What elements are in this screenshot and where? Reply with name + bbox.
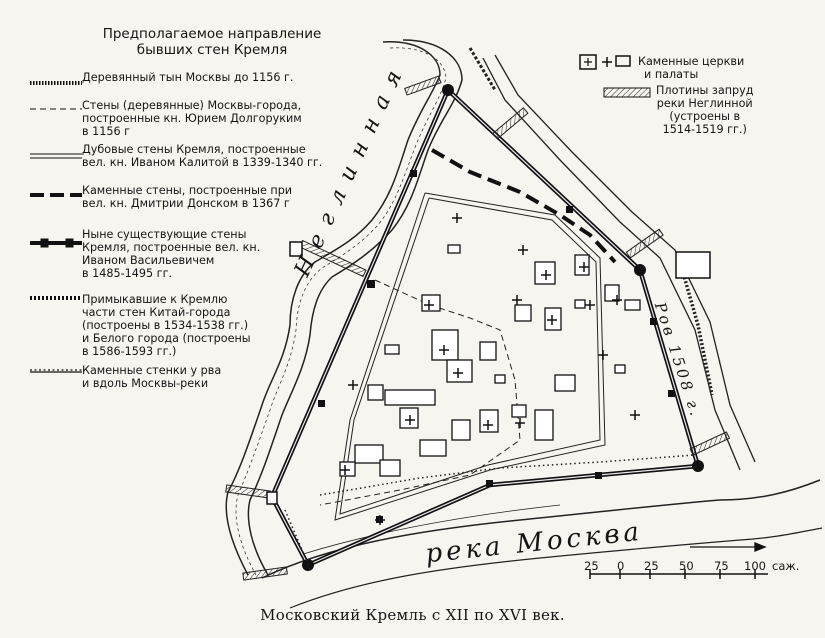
scale-unit: саж. <box>772 559 800 573</box>
legend-text: и Белого города (построены <box>82 332 251 345</box>
scale-tick-label: 75 <box>714 559 729 573</box>
legend-text: Иваном Васильевичем <box>82 254 215 267</box>
churches-buildings <box>339 244 641 477</box>
legend-title-line1: Предполагаемое направление <box>102 26 322 42</box>
legend-text: Плотины запруд <box>656 84 754 97</box>
legend-text: Деревянный тын Москвы до 1156 г. <box>82 71 294 84</box>
legend-dams: Плотины запруд реки Неглинной (устроены … <box>656 84 753 136</box>
scale-tick-label: 25 <box>584 559 599 573</box>
legend-text: 1514-1519 гг.) <box>662 123 747 136</box>
figure-caption: Московский Кремль с XII по XVI век. <box>260 606 565 624</box>
legend-symbols <box>30 54 651 373</box>
legend-text: вел. кн. Иваном Калитой в 1339-1340 гг. <box>82 156 323 169</box>
right-moat <box>468 47 756 471</box>
legend-text: вел. кн. Дмитрии Донском в 1367 г <box>82 197 290 210</box>
scale-tick-label: 25 <box>644 559 659 573</box>
legend-text: Примыкавшие к Кремлю <box>82 293 228 306</box>
outer-stone-walls <box>284 454 696 571</box>
legend-text: Кремля, построенные вел. кн. <box>82 241 261 254</box>
legend-text: Каменные церкви <box>638 55 745 68</box>
legend-text: и вдоль Москвы-реки <box>82 377 209 390</box>
flow-arrow <box>690 542 767 552</box>
legend-text: реки Неглинной <box>656 97 753 110</box>
legend-text: Дубовые стены Кремля, построенные <box>82 143 306 156</box>
legend-text: Каменные стенки у рва <box>82 364 222 377</box>
legend-churches: Каменные церкви и палаты <box>638 55 744 81</box>
legend-text: Ныне существующие стены <box>82 228 247 241</box>
cross-marks <box>340 213 640 525</box>
legend-text: Стены (деревянные) Москвы-города, <box>82 99 302 112</box>
outer-towers <box>266 241 711 505</box>
legend-text: части стен Китай-города <box>82 306 231 319</box>
scale-tick-label: 0 <box>617 559 625 573</box>
legend-text: в 1485-1495 гг. <box>82 267 172 280</box>
legend-text: (построены в 1534-1538 гг.) <box>82 319 249 332</box>
legend-text: построенные кн. Юрием Долгоруким <box>82 112 302 125</box>
legend-text: в 1156 г <box>82 125 131 138</box>
legend-text: (устроены в <box>669 110 741 123</box>
scale-tick-label: 100 <box>744 559 766 573</box>
legend-text: Каменные стены, построенные при <box>82 184 293 197</box>
neglinnaya-dams <box>225 75 442 581</box>
kalita-walls <box>334 192 606 521</box>
dolgoruky-walls <box>319 279 521 506</box>
legend-title-line2: бывших стен Кремля <box>136 42 288 58</box>
legend-text: в 1586-1593 гг.) <box>82 345 177 358</box>
ditch-dams <box>492 107 731 456</box>
legend-text: и палаты <box>644 68 699 81</box>
scale-tick-label: 50 <box>679 559 694 573</box>
scale-bar <box>589 569 768 579</box>
legend-title: Предполагаемое направление бывших стен К… <box>82 26 342 58</box>
